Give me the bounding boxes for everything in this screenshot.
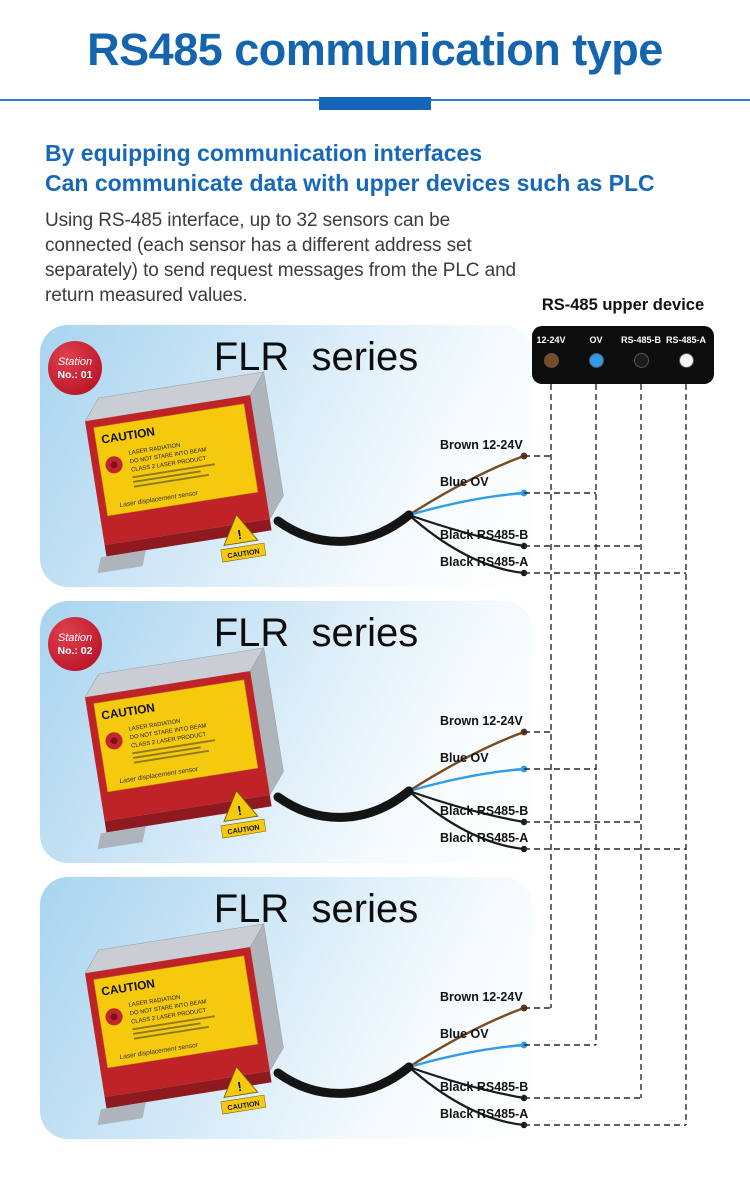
wire-label-blue: Blue OV	[440, 475, 489, 489]
subtitle: By equipping communication interfaces Ca…	[45, 138, 655, 199]
station-badge-number: No.: 01	[57, 368, 93, 381]
wire-label-brown: Brown 12-24V	[440, 714, 523, 728]
wire-label-blue: Blue OV	[440, 1027, 489, 1041]
series-title-1: FLR series	[213, 335, 419, 379]
title-divider-block	[319, 97, 431, 110]
station-badge-word: Station	[57, 355, 93, 368]
upper-device-terminal-block: 12-24V OV RS-485-B RS-485-A	[532, 326, 714, 384]
wire-label-black-a: Black RS485-A	[440, 831, 529, 845]
upper-device-label: RS-485 upper device	[541, 296, 705, 314]
wire-label-brown: Brown 12-24V	[440, 990, 523, 1004]
terminal-rs485-a: RS-485-A	[661, 335, 711, 368]
wire-label-brown: Brown 12-24V	[440, 438, 523, 452]
terminal-rs485-b: RS-485-B	[616, 335, 666, 368]
station-badge-number: No.: 02	[57, 644, 93, 657]
series-title-3: FLR series	[213, 887, 419, 931]
wire-label-black-b: Black RS485-B	[440, 1080, 529, 1094]
series-title-2: FLR series	[213, 611, 419, 655]
station-badge-1: Station No.: 01	[48, 341, 102, 395]
page-title: RS485 communication type	[87, 24, 663, 75]
terminal-dot-ov	[588, 353, 604, 368]
sensor-card-2: Station No.: 02 FLR series Brown 12-24V …	[40, 601, 532, 863]
wire-label-black-a: Black RS485-A	[440, 555, 529, 569]
wire-label-black-b: Black RS485-B	[440, 804, 529, 818]
terminal-12-24v: 12-24V	[526, 335, 576, 368]
wire-label-black-b: Black RS485-B	[440, 528, 529, 542]
station-badge-word: Station	[57, 631, 93, 644]
terminal-dot-rs485-b	[633, 353, 649, 368]
sensor-card-1: Station No.: 01 FLR series Brown 12-24V …	[40, 325, 532, 587]
wire-label-blue: Blue OV	[440, 751, 489, 765]
sensor-card-3: FLR series Brown 12-24V Blue OV Black RS…	[40, 877, 532, 1139]
description-text: Using RS-485 interface, up to 32 sensors…	[45, 210, 517, 307]
terminal-dot-rs485-a	[678, 353, 694, 368]
subtitle-line-2: Can communicate data with upper devices …	[45, 170, 655, 197]
station-badge-2: Station No.: 02	[48, 617, 102, 671]
terminal-ov: OV	[571, 335, 621, 368]
terminal-dot-12-24v	[543, 353, 559, 368]
subtitle-line-1: By equipping communication interfaces	[45, 140, 483, 166]
wire-label-black-a: Black RS485-A	[440, 1107, 529, 1121]
